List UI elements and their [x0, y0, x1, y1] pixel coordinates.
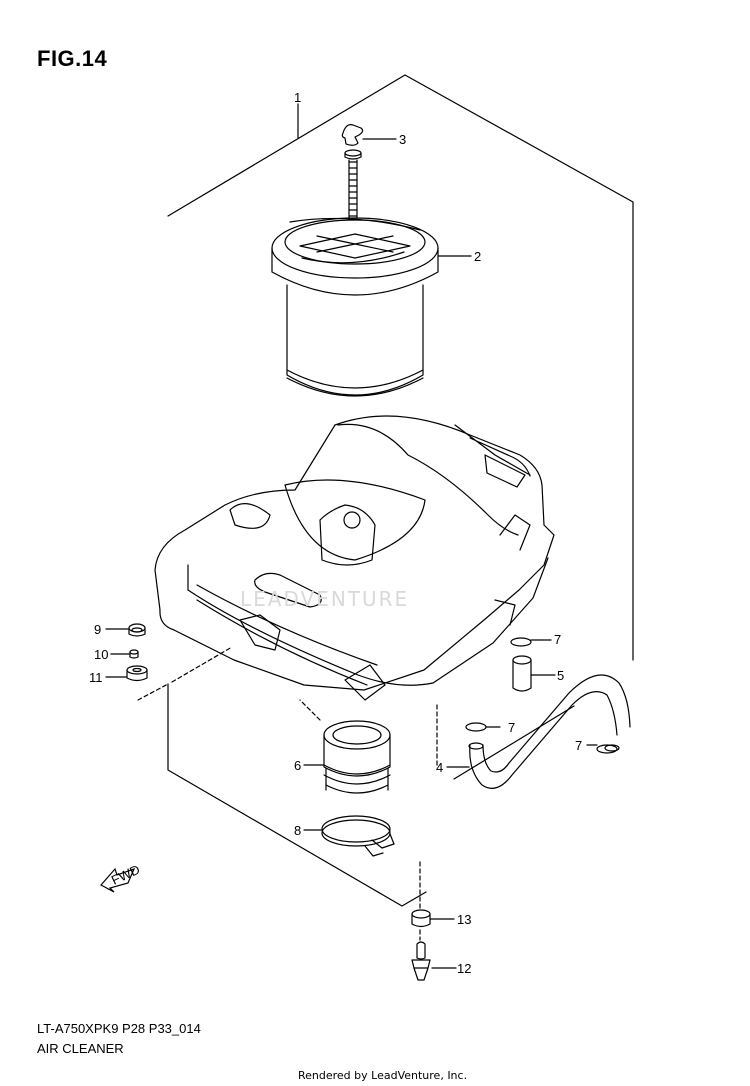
callout-10: 10: [94, 647, 108, 662]
callout-7b: 7: [508, 720, 515, 735]
callout-8: 8: [294, 823, 301, 838]
short-hose-part-5: [512, 655, 532, 692]
section-name: AIR CLEANER: [37, 1041, 124, 1056]
clamp-part-8: [321, 815, 395, 857]
drain-plug-part-12: [411, 941, 431, 981]
drain-cap-part-13: [411, 909, 431, 928]
air-cleaner-housing: [154, 415, 555, 701]
callout-9: 9: [94, 622, 101, 637]
callout-12: 12: [457, 961, 471, 976]
callout-4: 4: [436, 760, 443, 775]
rendered-by-footer: Rendered by LeadVenture, Inc.: [298, 1069, 468, 1082]
hose-clip-part-7: [465, 637, 618, 754]
model-code: LT-A750XPK9 P28 P33_014: [37, 1021, 201, 1036]
callout-7c: 7: [575, 738, 582, 753]
callout-5: 5: [557, 668, 564, 683]
callout-3: 3: [399, 132, 406, 147]
wing-bolt-part-3: [341, 124, 364, 233]
callout-13: 13: [457, 912, 471, 927]
intake-joint-part-6: [323, 720, 391, 794]
callout-11: 11: [89, 670, 103, 685]
watermark-text: LEADVENTURE: [240, 587, 409, 611]
filter-element-part-2: [271, 217, 439, 397]
callout-1: 1: [294, 90, 301, 105]
fwd-arrow-icon: FWD: [100, 862, 142, 893]
mounting-bolt-part-9: [128, 623, 146, 637]
callout-2: 2: [474, 249, 481, 264]
figure-title: FIG.14: [37, 46, 108, 71]
callout-6: 6: [294, 758, 301, 773]
cushion-part-11: [126, 665, 148, 682]
collar-part-10: [129, 649, 139, 659]
breather-hose-part-4: [468, 674, 631, 789]
callout-7a: 7: [554, 632, 561, 647]
assembly-outline: [167, 74, 634, 907]
